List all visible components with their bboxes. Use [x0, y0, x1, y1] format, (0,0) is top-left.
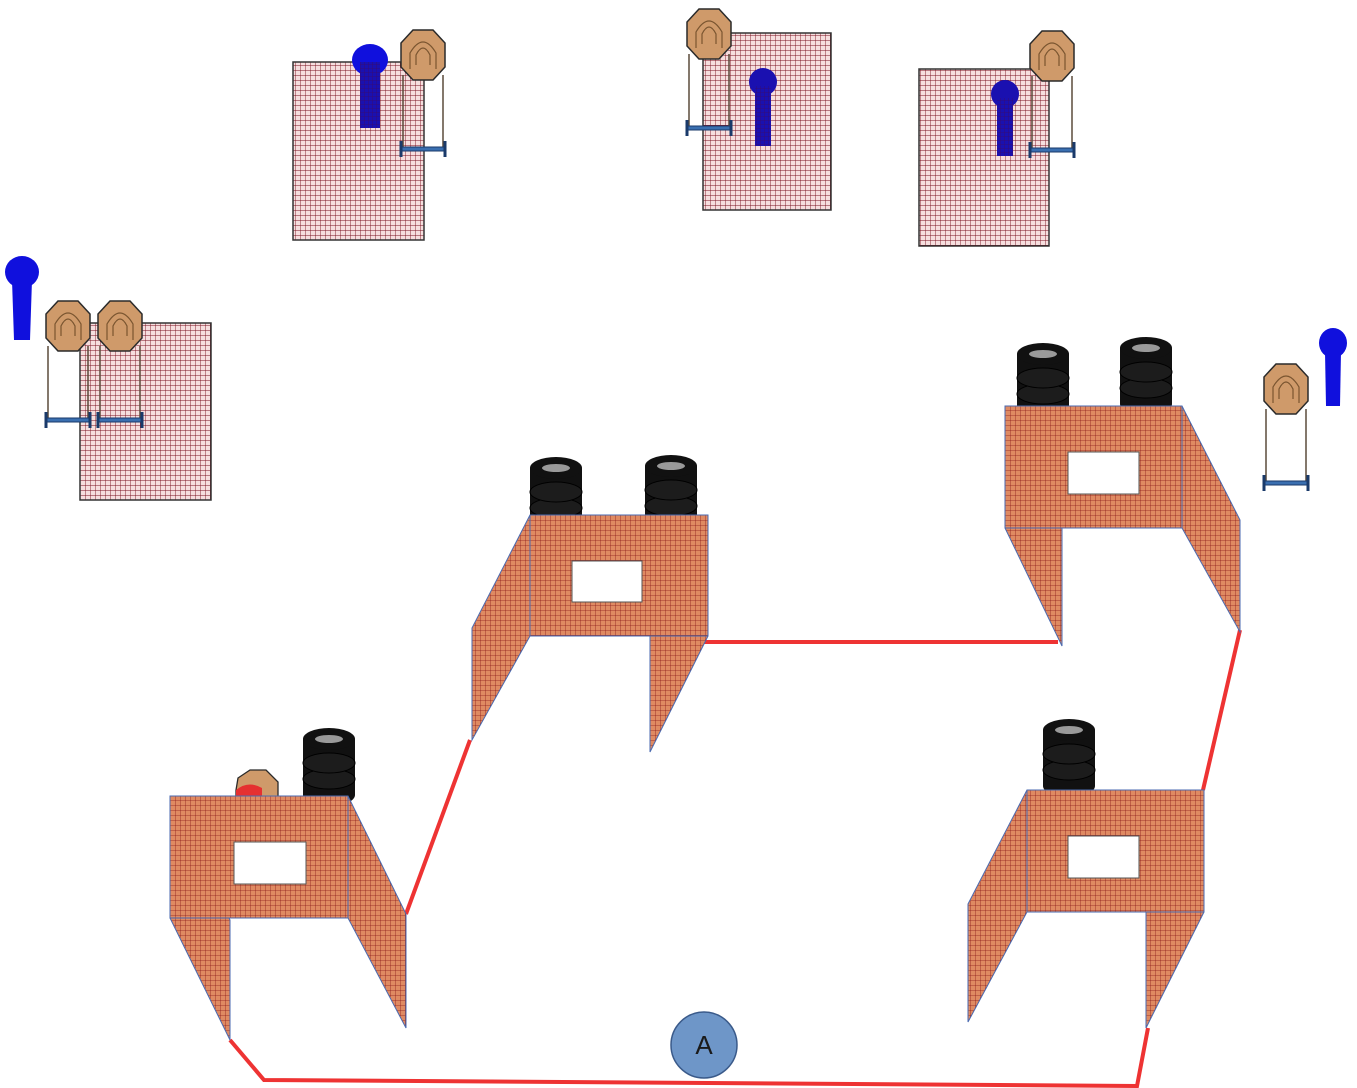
popper-target — [5, 256, 39, 340]
barricade-3 — [1004, 336, 1241, 647]
tire-stack — [1119, 336, 1173, 416]
tire-stack — [1042, 718, 1096, 798]
steel-plate-target — [1262, 362, 1310, 493]
start-position-label: A — [695, 1030, 713, 1060]
barricade-port — [571, 560, 643, 603]
popper-target — [352, 44, 388, 128]
no-shoot-panel — [918, 68, 1050, 247]
target-array-4 — [5, 256, 212, 501]
target-array-3 — [918, 29, 1076, 247]
target-array-1 — [292, 28, 447, 241]
tire-stack — [302, 727, 356, 807]
popper-target — [749, 68, 777, 146]
fault-line — [228, 1027, 1150, 1088]
target-array-5 — [1262, 328, 1347, 493]
start-position-marker: A — [670, 1011, 738, 1079]
barricade-2 — [471, 454, 709, 753]
popper-target — [991, 80, 1019, 156]
barricade-port — [1067, 451, 1140, 495]
barricade-port — [1067, 835, 1140, 879]
fault-line-segment — [404, 739, 472, 915]
no-shoot-panel — [79, 322, 212, 501]
barricade-1 — [169, 727, 407, 1041]
barricade-port — [233, 841, 307, 885]
barricade-4 — [967, 718, 1205, 1029]
popper-target — [1319, 328, 1347, 406]
fault-line-segment — [1201, 629, 1242, 791]
target-array-2 — [685, 7, 832, 211]
